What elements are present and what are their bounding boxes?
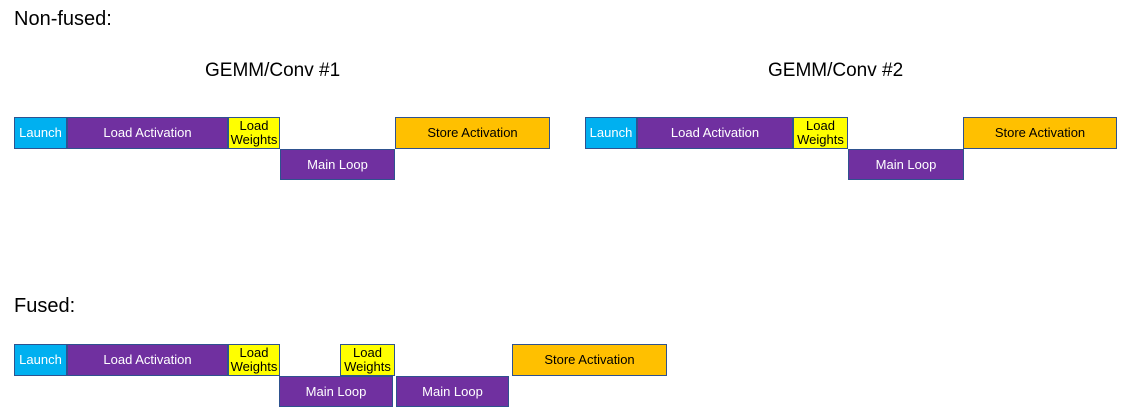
fused-main-loop-1-block: Main Loop bbox=[279, 376, 393, 407]
fused-store-activation-block: Store Activation bbox=[512, 344, 667, 376]
fused-launch-block: Launch bbox=[14, 344, 67, 376]
nonfused2-load-weights-block: Load Weights bbox=[793, 117, 848, 149]
nonfused2-store-activation-block: Store Activation bbox=[963, 117, 1117, 149]
non-fused-section-label: Non-fused: bbox=[14, 8, 112, 30]
fused-load-activation-block: Load Activation bbox=[67, 344, 228, 376]
nonfused1-load-weights-block: Load Weights bbox=[228, 117, 280, 149]
nonfused1-launch-block: Launch bbox=[14, 117, 67, 149]
nonfused2-launch-block: Launch bbox=[585, 117, 637, 149]
fused-load-weights-2-block: Load Weights bbox=[340, 344, 395, 376]
gemm-conv-2-title: GEMM/Conv #2 bbox=[768, 60, 904, 81]
nonfused1-store-activation-block: Store Activation bbox=[395, 117, 550, 149]
gemm-conv-1-title: GEMM/Conv #1 bbox=[205, 60, 341, 81]
nonfused2-load-activation-block: Load Activation bbox=[637, 117, 793, 149]
nonfused1-load-activation-block: Load Activation bbox=[67, 117, 228, 149]
fused-load-weights-1-block: Load Weights bbox=[228, 344, 280, 376]
nonfused1-main-loop-block: Main Loop bbox=[280, 149, 395, 180]
fused-section-label: Fused: bbox=[14, 295, 76, 317]
fused-main-loop-2-block: Main Loop bbox=[396, 376, 509, 407]
nonfused2-main-loop-block: Main Loop bbox=[848, 149, 964, 180]
